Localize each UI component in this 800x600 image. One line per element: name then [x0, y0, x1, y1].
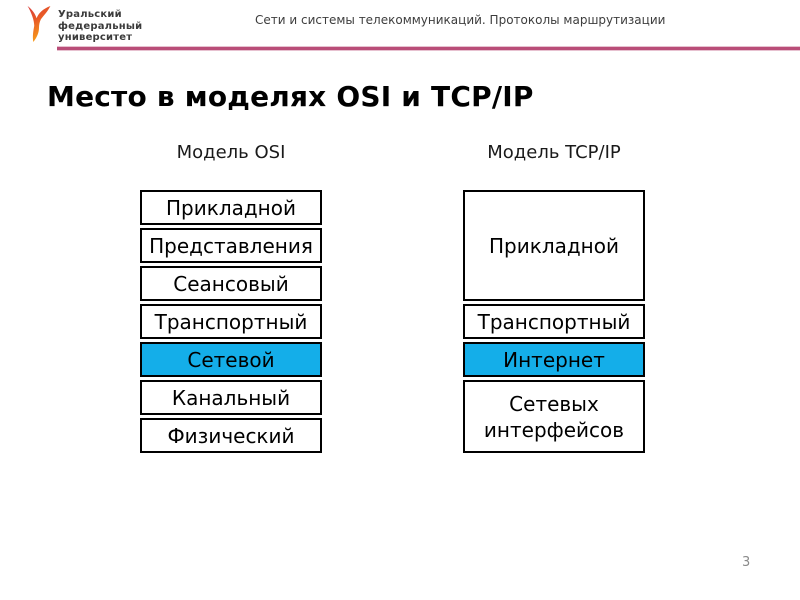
osi-model-label: Модель OSI — [176, 142, 286, 163]
urfu-logo-icon — [24, 5, 54, 43]
layer-row: Прикладной — [140, 190, 322, 225]
layer-row: Физический — [140, 418, 322, 453]
university-name-line: университет — [58, 32, 133, 43]
tcpip-model-label: Модель TCP/IP — [487, 142, 621, 163]
slide-title: Место в моделях OSI и TCP/IP — [47, 80, 534, 113]
layer-row: Транспортный — [463, 304, 645, 339]
layer-row: Представления — [140, 228, 322, 263]
university-name: Уральский федеральный университет — [58, 9, 142, 44]
layer-row: Прикладной — [463, 190, 645, 301]
layer-row: Канальный — [140, 380, 322, 415]
page-number: 3 — [742, 555, 751, 570]
layer-row: Сеансовый — [140, 266, 322, 301]
layer-row: Транспортный — [140, 304, 322, 339]
header-rule — [57, 47, 800, 50]
layer-row: Сетевой — [140, 342, 322, 377]
layer-row: Сетевых интерфейсов — [463, 380, 645, 453]
university-name-line: Уральский — [58, 9, 122, 20]
university-name-line: федеральный — [58, 20, 143, 32]
course-header: Сети и системы телекоммуникаций. Протоко… — [255, 13, 666, 27]
layer-row: Интернет — [463, 342, 645, 377]
